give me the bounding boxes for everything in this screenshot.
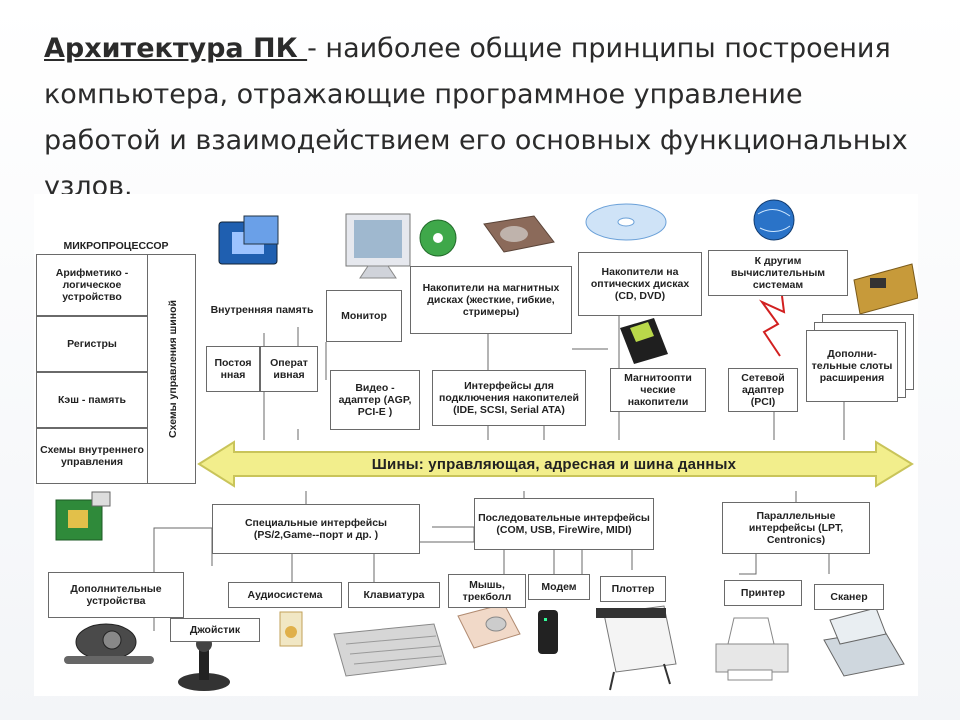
other-systems-box: К другим вычислительным системам (708, 250, 848, 296)
magnetic-storage-box: Накопители на магнитных дисках (жесткие,… (410, 266, 572, 334)
plotter-icon (596, 605, 677, 691)
monitor-box: Монитор (326, 290, 402, 342)
floppy-icon (620, 318, 668, 364)
storage-interfaces-box: Интерфейсы для подключения накопителей (… (432, 370, 586, 426)
slide-title: Архитектура ПК - наиболее общие принципы… (44, 26, 924, 210)
audio-box: Аудиосистема (228, 582, 342, 608)
memory-label: Внутренняя память (210, 304, 314, 316)
hard-drive-icon (483, 215, 555, 253)
globe-icon (753, 199, 795, 241)
keyboard-box: Клавиатура (348, 582, 440, 608)
mouse-box: Мышь, трекболл (448, 574, 526, 608)
optical-disc-icon (585, 203, 667, 241)
monitor-icon (345, 213, 411, 279)
printer-box: Принтер (724, 580, 802, 606)
cpu-registers: Регистры (36, 316, 148, 372)
scanner-box: Сканер (814, 584, 884, 610)
title-definition: - наиболее общие принципы построения ком… (44, 33, 908, 202)
cpu-control: Схемы внутреннего управления (36, 428, 148, 484)
joystick-box: Джойстик (170, 618, 260, 642)
modem-box: Модем (528, 574, 590, 600)
optical-storage-box: Накопители на оптических дисках (CD, DVD… (578, 252, 702, 316)
additional-devices-box: Дополнительные устройства (48, 572, 184, 618)
cpu-bus-control: Схемы управления шиной (158, 254, 188, 484)
keyboard-icon (333, 623, 447, 677)
expansion-slots-box: Дополни- тельные слоты расширения (806, 330, 898, 402)
title-heading: Архитектура ПК (44, 33, 308, 64)
memory-rom: Постоя нная (206, 346, 260, 392)
line-parallel-tree (739, 554, 830, 575)
line-special-tree (153, 527, 213, 566)
mouse-icon (457, 603, 521, 649)
system-bus-label: Шины: управляющая, адресная и шина данны… (371, 456, 737, 473)
network-adapter-box: Сетевой адаптер (PCI) (728, 368, 798, 412)
diagram-graphics (55, 199, 918, 691)
parallel-interfaces-box: Параллельные интерфейсы (LPT, Centronics… (722, 502, 870, 554)
printer-icon (715, 617, 789, 681)
cpu-cache: Кэш - память (36, 372, 148, 428)
video-adapter-box: Видео - адаптер (AGP, PCI-E ) (330, 370, 420, 430)
circuit-icon (55, 491, 111, 541)
expansion-card-icon (853, 263, 918, 315)
memory-ram: Операт ивная (260, 346, 318, 392)
cpu-bus-control-label: Схемы управления шиной (167, 300, 179, 438)
plotter-box: Плоттер (600, 576, 666, 602)
disc-icon (419, 219, 457, 257)
chip-icon (218, 215, 279, 265)
serial-interfaces-box: Последовательные интерфейсы (COM, USB, F… (474, 498, 654, 550)
architecture-diagram: МИКРОПРОЦЕССОР Арифметико - логическое у… (34, 194, 918, 696)
webcam-icon (64, 623, 154, 664)
modem-icon (538, 610, 558, 654)
cpu-label: МИКРОПРОЦЕССОР (63, 240, 169, 252)
scanner-icon (823, 607, 905, 677)
joystick-icon (178, 636, 230, 691)
line-iface-drops (305, 491, 797, 504)
special-interfaces-box: Специальные интерфейсы (PS/2,Game--порт … (212, 504, 420, 554)
lightning-icon (758, 295, 786, 357)
cpu-alu: Арифметико - логическое устройство (36, 254, 148, 316)
speaker-icon (279, 611, 303, 647)
magneto-optical-box: Магнитоопти ческие накопители (610, 368, 706, 412)
system-bus-arrow (197, 440, 914, 488)
